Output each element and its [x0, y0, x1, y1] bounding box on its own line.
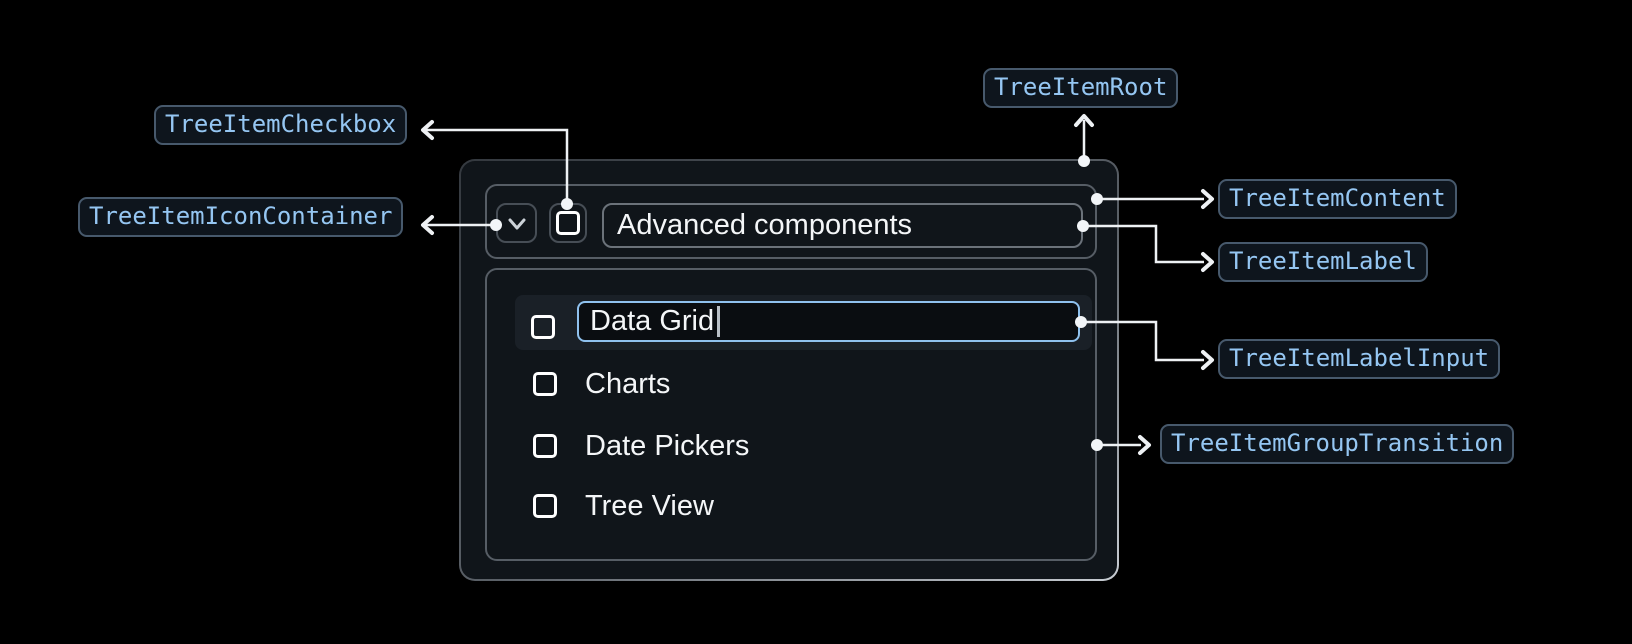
checkbox-unchecked-icon — [556, 211, 580, 235]
badge-tree-item-content: TreeItemContent — [1218, 179, 1457, 219]
parent-label-text: Advanced components — [617, 209, 913, 241]
text-caret — [717, 306, 721, 337]
badge-tree-item-icon-container: TreeItemIconContainer — [78, 197, 404, 237]
tree-item-checkbox[interactable] — [549, 203, 587, 243]
checkbox-unchecked-icon[interactable] — [533, 372, 557, 396]
tree-item-row-label[interactable]: Charts — [585, 368, 671, 400]
badge-tree-item-label-input: TreeItemLabelInput — [1218, 339, 1501, 379]
tree-item-group-transition — [485, 268, 1097, 561]
tree-item-row-label[interactable]: Date Pickers — [585, 430, 750, 462]
badge-tree-item-checkbox: TreeItemCheckbox — [154, 105, 408, 145]
badge-tree-item-label: TreeItemLabel — [1218, 242, 1428, 282]
tree-item-label[interactable]: Advanced components — [602, 203, 1083, 248]
tree-item-row-label[interactable]: Tree View — [585, 490, 714, 522]
tree-item-content[interactable] — [485, 184, 1097, 259]
tree-item-root — [459, 159, 1119, 581]
checkbox-unchecked-icon[interactable] — [531, 315, 555, 339]
label-input-value: Data Grid — [590, 305, 715, 337]
tree-item-root-surface — [461, 161, 1117, 579]
tree-item-label-input[interactable]: Data Grid — [577, 301, 1080, 342]
badge-tree-item-root: TreeItemRoot — [983, 68, 1179, 108]
checkbox-unchecked-icon[interactable] — [533, 494, 557, 518]
checkbox-unchecked-icon[interactable] — [533, 434, 557, 458]
tree-item-icon-container[interactable] — [496, 203, 537, 243]
badge-tree-item-group-transition: TreeItemGroupTransition — [1160, 424, 1515, 464]
chevron-down-icon — [508, 218, 525, 230]
